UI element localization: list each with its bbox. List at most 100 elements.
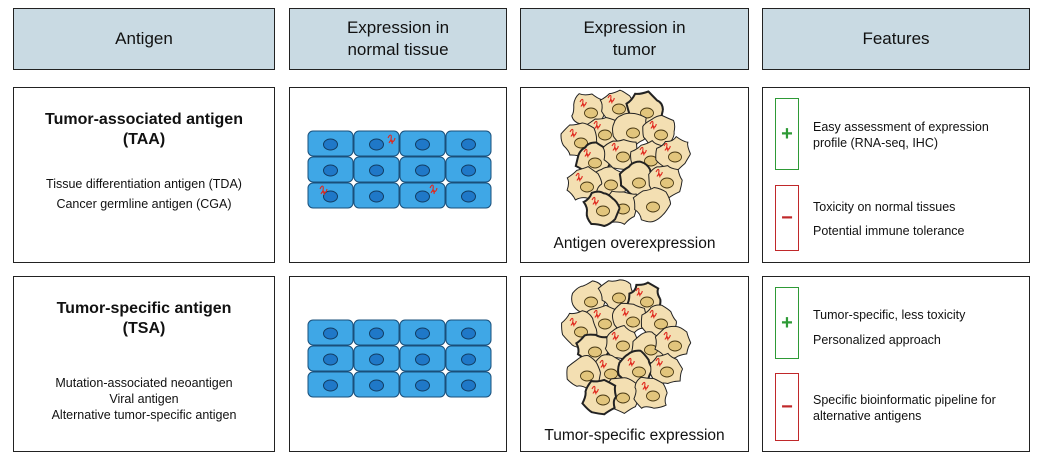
antigen-mark [575, 172, 583, 181]
taa-type-cga: Cancer germline antigen (CGA) [56, 197, 232, 211]
tumor-nucleus [574, 137, 588, 149]
antigen-mark [583, 148, 591, 157]
antigen-mark [649, 309, 657, 318]
header-antigen: Antigen [13, 8, 275, 70]
cell-nucleus [369, 138, 384, 151]
tumor-cells-icon [561, 279, 692, 416]
tumor-nucleus [646, 201, 660, 213]
taa-normal-tissue-cell [289, 87, 507, 263]
antigen-mark [592, 390, 597, 395]
antigen-mark [650, 314, 655, 319]
antigen-mark [569, 128, 577, 137]
antigen-mark [621, 307, 629, 316]
tumor-nucleus [646, 390, 660, 402]
header-normal-label: Expression in normal tissue [346, 18, 450, 59]
antigen-mark [655, 168, 663, 177]
antigen-mark [639, 146, 647, 155]
antigen-mark [570, 133, 575, 138]
antigen-mark [627, 357, 635, 366]
tumor-nucleus [640, 296, 654, 308]
taa-con-2: Potential immune tolerance [813, 224, 965, 238]
taa-features-cell: + Easy assessment of expression profile … [762, 87, 1030, 263]
cell-nucleus [461, 379, 476, 392]
antigen-mark [570, 322, 575, 327]
tumor-nucleus [616, 151, 630, 163]
tsa-pro-2: Personalized approach [813, 333, 941, 347]
cell-nucleus [323, 379, 338, 392]
antigen-mark [649, 120, 657, 129]
cell-nucleus [415, 138, 430, 151]
antigen-mark [388, 139, 393, 145]
cell-grid [307, 319, 492, 398]
tumor-nucleus [616, 340, 630, 352]
tumor-nucleus [612, 103, 626, 115]
tumor-nucleus [632, 366, 646, 378]
header-antigen-label: Antigen [115, 29, 173, 48]
normal-tissue-cells-icon [307, 319, 492, 398]
antigen-mark [611, 142, 619, 151]
tumor-nucleus [604, 368, 618, 380]
antigen-mark [642, 386, 647, 391]
cell-nucleus [369, 327, 384, 340]
cell-nucleus [369, 353, 384, 366]
tsa-type-alternative: Alternative tumor-specific antigen [51, 408, 237, 422]
header-tumor: Expression in tumor [520, 8, 749, 70]
tumor-nucleus [654, 129, 668, 141]
cell-nucleus [461, 327, 476, 340]
cell-nucleus [461, 164, 476, 177]
minus-icon: − [775, 185, 799, 251]
antigen-mark [656, 173, 661, 178]
antigen-mark [636, 292, 641, 297]
antigen-mark [569, 317, 577, 326]
antigen-mark [576, 177, 581, 182]
taa-pro-1: Easy assessment of expression profile (R… [813, 120, 989, 150]
tumor-nucleus [588, 157, 602, 169]
taa-tumor-cell: Antigen overexpression [520, 87, 749, 263]
antigen-mark [640, 151, 645, 156]
tumor-nucleus [668, 340, 682, 352]
tumor-nucleus [580, 370, 594, 382]
tsa-tumor-caption: Tumor-specific expression [544, 427, 725, 444]
tumor-nucleus [596, 205, 610, 217]
header-features: Features [762, 8, 1030, 70]
tumor-nucleus [584, 296, 598, 308]
antigen-mark [429, 184, 438, 193]
tumor-nucleus [584, 107, 598, 119]
tsa-pro-1: Tumor-specific, less toxicity [813, 308, 966, 322]
tsa-type-neoantigen: Mutation-associated neoantigen [55, 376, 233, 390]
tumor-nucleus [640, 107, 654, 119]
cell-nucleus [323, 327, 338, 340]
antigen-mark [656, 362, 661, 367]
antigen-mark [641, 381, 649, 390]
normal-tissue-cells-icon [307, 130, 492, 209]
tumor-nucleus [626, 316, 640, 328]
tumor-nucleus [580, 181, 594, 193]
cell-nucleus [369, 379, 384, 392]
tsa-normal-tissue-cell [289, 276, 507, 452]
antigen-mark [584, 153, 589, 158]
antigen-mark [622, 312, 627, 317]
taa-con-1: Toxicity on normal tissues [813, 200, 956, 214]
tumor-nucleus [604, 179, 618, 191]
antigen-mark [655, 357, 663, 366]
taa-title: Tumor-associated antigen (TAA) [45, 111, 243, 148]
antigen-mark [594, 314, 599, 319]
tumor-nucleus [588, 346, 602, 358]
cell-grid [307, 130, 492, 209]
tumor-nucleus [668, 151, 682, 163]
tumor-nucleus [660, 366, 674, 378]
plus-icon: + [775, 287, 799, 359]
minus-icon: − [775, 373, 799, 441]
cell-nucleus [415, 164, 430, 177]
antigen-mark [650, 125, 655, 130]
antigen-mark [611, 331, 619, 340]
tumor-nucleus [596, 394, 610, 406]
antigen-mark [663, 331, 671, 340]
tsa-antigen-cell: Tumor-specific antigen (TSA) Mutation-as… [13, 276, 275, 452]
header-tumor-label: Expression in tumor [583, 18, 686, 59]
cell-nucleus [369, 164, 384, 177]
cell-nucleus [415, 379, 430, 392]
header-normal-tissue: Expression in normal tissue [289, 8, 507, 70]
tumor-nucleus [632, 177, 646, 189]
antigen-mark [579, 98, 587, 107]
